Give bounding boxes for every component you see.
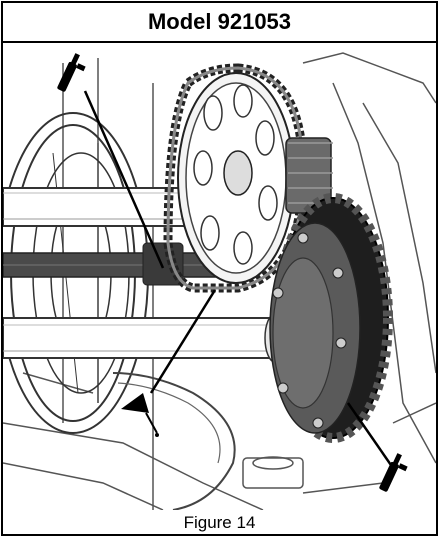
figure-caption: Figure 14	[183, 513, 256, 532]
grease-gun-icon	[57, 53, 86, 92]
drive-assembly-illustration	[3, 43, 436, 510]
chassis-frame	[3, 52, 436, 510]
auger-housing-plate	[112, 372, 236, 510]
chain-sprocket	[177, 72, 295, 284]
model-title: Model 921053	[3, 3, 436, 43]
gear-housing	[269, 193, 393, 443]
grease-gun-icon	[379, 453, 408, 492]
drive-chain	[163, 63, 308, 293]
leader-lines	[83, 90, 395, 469]
lower-shaft	[3, 313, 286, 363]
oil-can-icon	[121, 393, 159, 437]
